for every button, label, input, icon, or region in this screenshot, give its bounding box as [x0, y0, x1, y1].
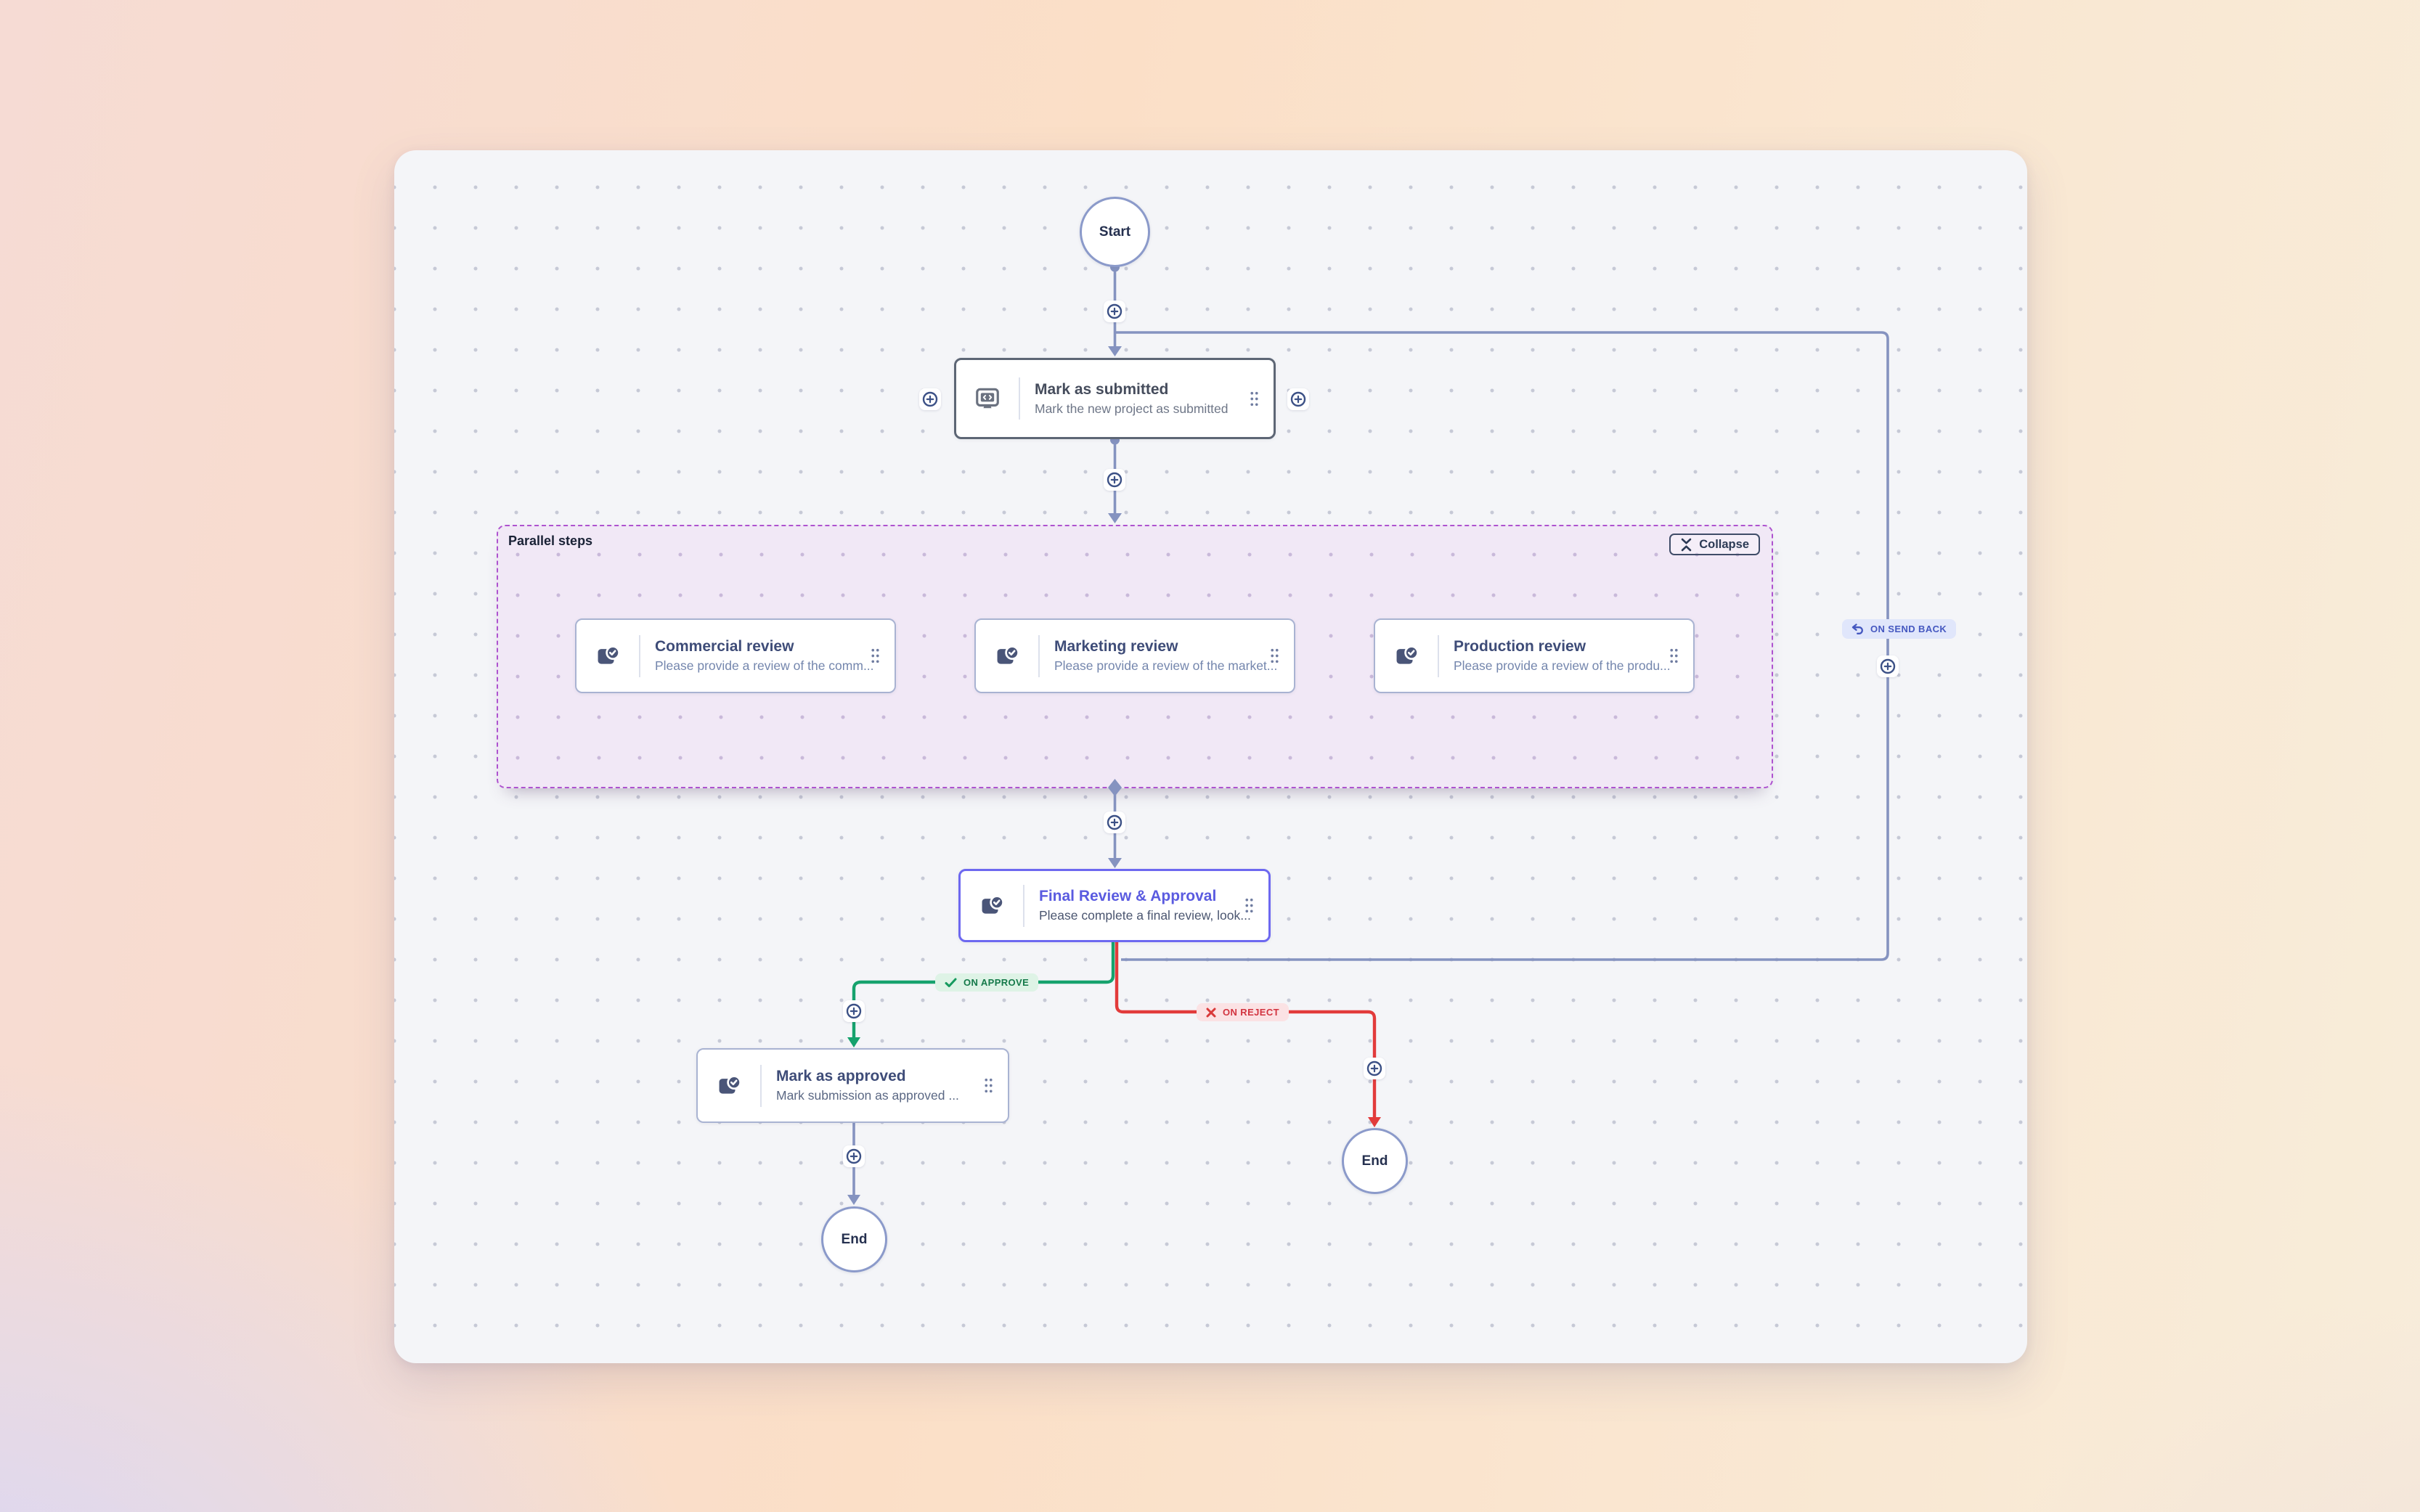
end-node-label: End — [1361, 1153, 1388, 1169]
check-icon — [945, 978, 957, 988]
node-title: Final Review & Approval — [1039, 888, 1217, 905]
review-check-icon — [961, 894, 1023, 918]
review-check-icon — [577, 644, 639, 669]
end-node-right[interactable]: End — [1342, 1128, 1408, 1194]
review-check-icon — [1375, 644, 1438, 669]
review-check-icon — [698, 1074, 760, 1098]
add-step-button[interactable] — [843, 1145, 865, 1167]
add-step-button[interactable] — [1104, 812, 1125, 833]
node-title: Production review — [1454, 638, 1586, 655]
drag-handle[interactable] — [1264, 648, 1294, 663]
add-step-button[interactable] — [843, 1000, 865, 1022]
edge-label-on-reject: ON REJECT — [1197, 1003, 1290, 1021]
node-final-review-approval[interactable]: Final Review & Approval Please complete … — [958, 869, 1271, 942]
start-node[interactable]: Start — [1080, 197, 1150, 267]
start-node-label: Start — [1099, 224, 1131, 240]
add-step-button[interactable] — [1104, 301, 1125, 322]
code-monitor-icon — [956, 385, 1019, 412]
node-subtitle: Please provide a review of the comm... — [655, 658, 874, 674]
divider — [760, 1064, 762, 1107]
collapse-label: Collapse — [1699, 537, 1749, 551]
edge-label-on-send-back: ON SEND BACK — [1842, 619, 1957, 639]
divider — [1019, 377, 1020, 420]
node-title: Commercial review — [655, 638, 794, 655]
undo-arrow-icon — [1851, 623, 1864, 635]
node-subtitle: Mark submission as approved ... — [776, 1088, 959, 1103]
node-mark-as-submitted[interactable]: Mark as submitted Mark the new project a… — [954, 358, 1276, 439]
node-subtitle: Please complete a final review, look... — [1039, 908, 1251, 923]
drag-handle[interactable] — [978, 1078, 1008, 1093]
drag-handle[interactable] — [1239, 898, 1268, 913]
node-title: Marketing review — [1054, 638, 1178, 655]
node-production-review[interactable]: Production review Please provide a revie… — [1374, 618, 1695, 693]
drag-handle[interactable] — [1244, 391, 1274, 406]
node-subtitle: Please provide a review of the market... — [1054, 658, 1278, 674]
node-title: Mark as submitted — [1035, 380, 1169, 398]
collapse-button[interactable]: Collapse — [1669, 534, 1760, 555]
x-icon — [1206, 1008, 1216, 1018]
edge-label-text: ON APPROVE — [963, 977, 1030, 988]
edge-label-text: ON REJECT — [1223, 1007, 1280, 1018]
divider — [1023, 884, 1024, 927]
node-subtitle: Please provide a review of the produ... — [1454, 658, 1671, 674]
edge-label-text: ON SEND BACK — [1870, 624, 1947, 634]
add-step-button[interactable] — [1364, 1058, 1385, 1079]
node-commercial-review[interactable]: Commercial review Please provide a revie… — [575, 618, 896, 693]
workflow-canvas[interactable]: Parallel steps Collapse — [394, 150, 2027, 1363]
drag-handle[interactable] — [865, 648, 895, 663]
end-node-left[interactable]: End — [821, 1206, 887, 1272]
divider — [1438, 634, 1439, 677]
add-step-button[interactable] — [1104, 469, 1125, 491]
add-step-button[interactable] — [1877, 655, 1899, 677]
node-marketing-review[interactable]: Marketing review Please provide a review… — [974, 618, 1295, 693]
divider — [639, 634, 640, 677]
node-subtitle: Mark the new project as submitted — [1035, 401, 1229, 416]
node-title: Mark as approved — [776, 1068, 906, 1085]
divider — [1038, 634, 1040, 677]
drag-handle[interactable] — [1663, 648, 1693, 663]
node-mark-as-approved[interactable]: Mark as approved Mark submission as appr… — [696, 1048, 1009, 1123]
add-step-button[interactable] — [919, 388, 941, 410]
collapse-icon — [1680, 538, 1692, 552]
end-node-label: End — [841, 1231, 868, 1247]
add-step-button[interactable] — [1287, 388, 1309, 410]
review-check-icon — [976, 644, 1038, 669]
edge-label-on-approve: ON APPROVE — [935, 973, 1039, 992]
parallel-steps-label: Parallel steps — [508, 534, 593, 548]
